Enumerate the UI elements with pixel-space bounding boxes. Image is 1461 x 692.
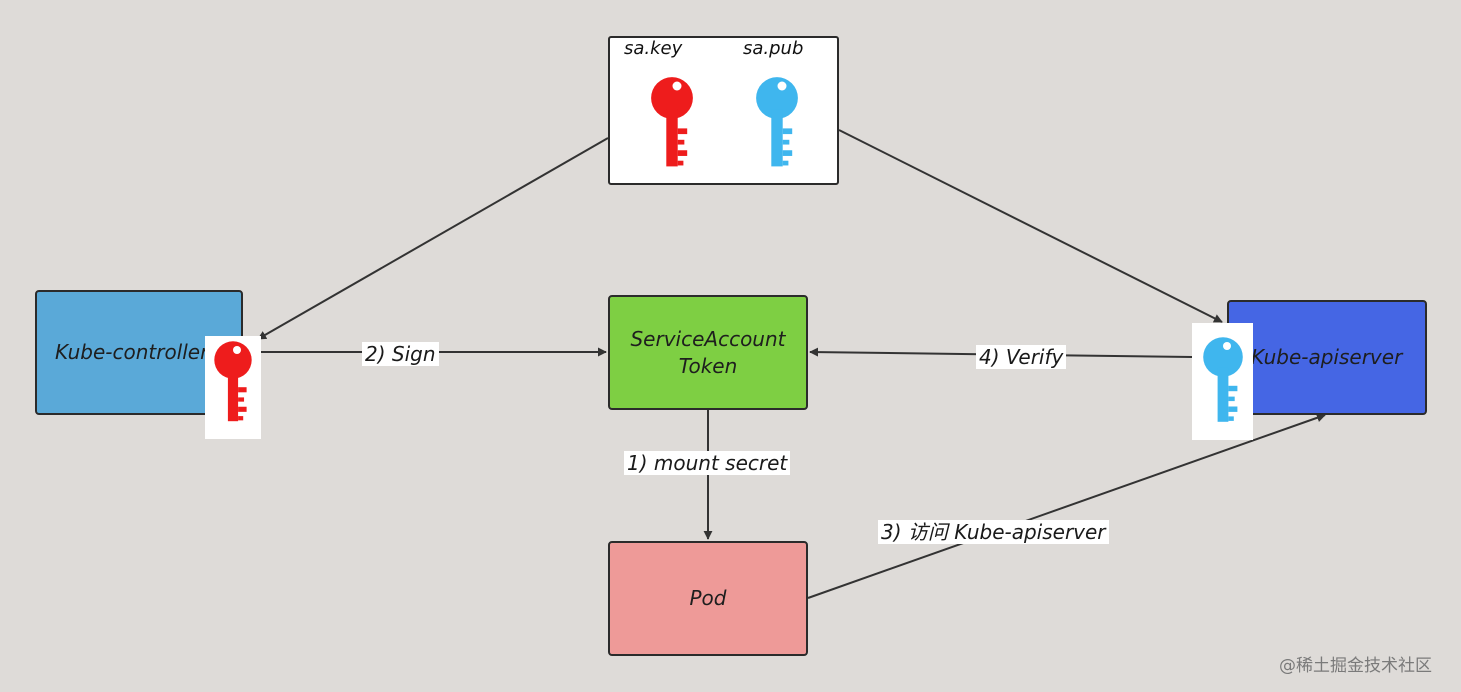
pod-label: Pod <box>689 586 727 610</box>
mount-secret-edge-label: 1) mount secret <box>624 451 791 475</box>
private-key-icon <box>651 77 693 167</box>
private-key-label: sa.key <box>624 38 683 59</box>
edge-keys-to-apiserver <box>838 129 1223 323</box>
watermark-text: @稀土掘金技术社区 <box>1279 656 1432 676</box>
edge-access <box>807 413 1326 599</box>
apiserver-key-badge <box>1192 323 1253 440</box>
access-apiserver-edge-label: 3) 访问 Kube-apiserver <box>878 520 1109 544</box>
public-key-label: sa.pub <box>743 38 804 59</box>
public-key-icon <box>756 77 798 167</box>
service-account-keypair-box <box>608 36 839 185</box>
kube-apiserver-label: Kube-apiserver <box>1251 345 1403 369</box>
sign-edge-label: 2) Sign <box>362 342 439 366</box>
verify-edge-label: 4) Verify <box>976 345 1067 369</box>
service-account-token-node: ServiceAccount Token <box>608 295 808 410</box>
kube-apiserver-node: Kube-apiserver <box>1227 300 1427 415</box>
pod-node: Pod <box>608 541 808 656</box>
edge-keys-to-controller <box>257 137 609 340</box>
service-account-token-label: ServiceAccount Token <box>630 326 786 378</box>
private-key-icon <box>214 341 252 422</box>
controller-key-badge <box>205 336 261 439</box>
public-key-icon <box>1203 337 1243 422</box>
